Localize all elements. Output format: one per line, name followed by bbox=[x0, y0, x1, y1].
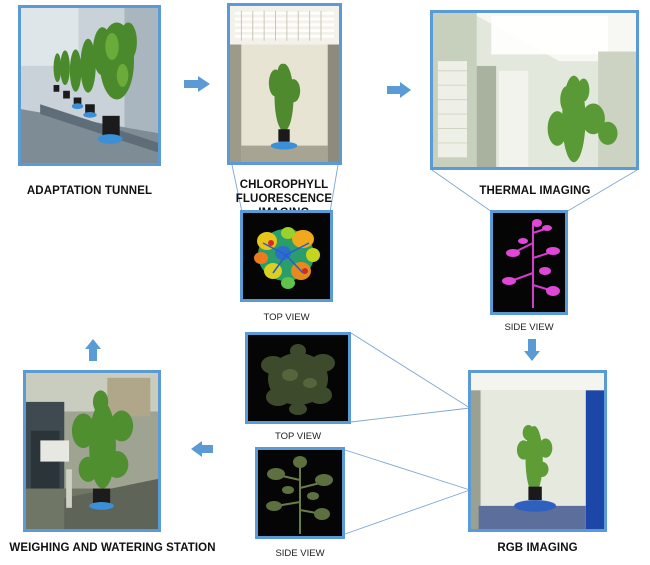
rgb-side-view-image bbox=[255, 447, 345, 539]
rgb-side-view-label: SIDE VIEW bbox=[275, 548, 325, 559]
thermal-imaging-label: THERMAL IMAGING bbox=[479, 185, 591, 197]
rgb-imaging-photo bbox=[468, 370, 607, 532]
arrow-right-icon bbox=[387, 82, 411, 98]
rgb-top-view-label: TOP VIEW bbox=[274, 431, 322, 442]
adaptation-tunnel-label: ADAPTATION TUNNEL bbox=[26, 185, 153, 197]
arrow-right-icon bbox=[184, 76, 210, 92]
rgb-imaging-label: RGB IMAGING bbox=[497, 542, 578, 554]
rgb-top-view-image bbox=[245, 332, 351, 424]
chlorophyll-top-view-image bbox=[240, 210, 333, 302]
chlorophyll-fluorescence-photo bbox=[227, 3, 342, 165]
thermal-imaging-photo bbox=[430, 10, 639, 170]
chlorophyll-top-view-label: TOP VIEW bbox=[263, 312, 310, 323]
weighing-watering-station-label: WEIGHING AND WATERING STATION bbox=[9, 542, 216, 554]
arrow-left-icon bbox=[191, 441, 213, 457]
thermal-side-view-label: SIDE VIEW bbox=[504, 322, 554, 333]
arrow-up-icon bbox=[85, 339, 101, 361]
arrow-down-icon bbox=[524, 339, 540, 361]
adaptation-tunnel-photo bbox=[18, 5, 161, 166]
weighing-watering-station-photo bbox=[23, 370, 161, 532]
thermal-side-view-image bbox=[490, 210, 568, 315]
